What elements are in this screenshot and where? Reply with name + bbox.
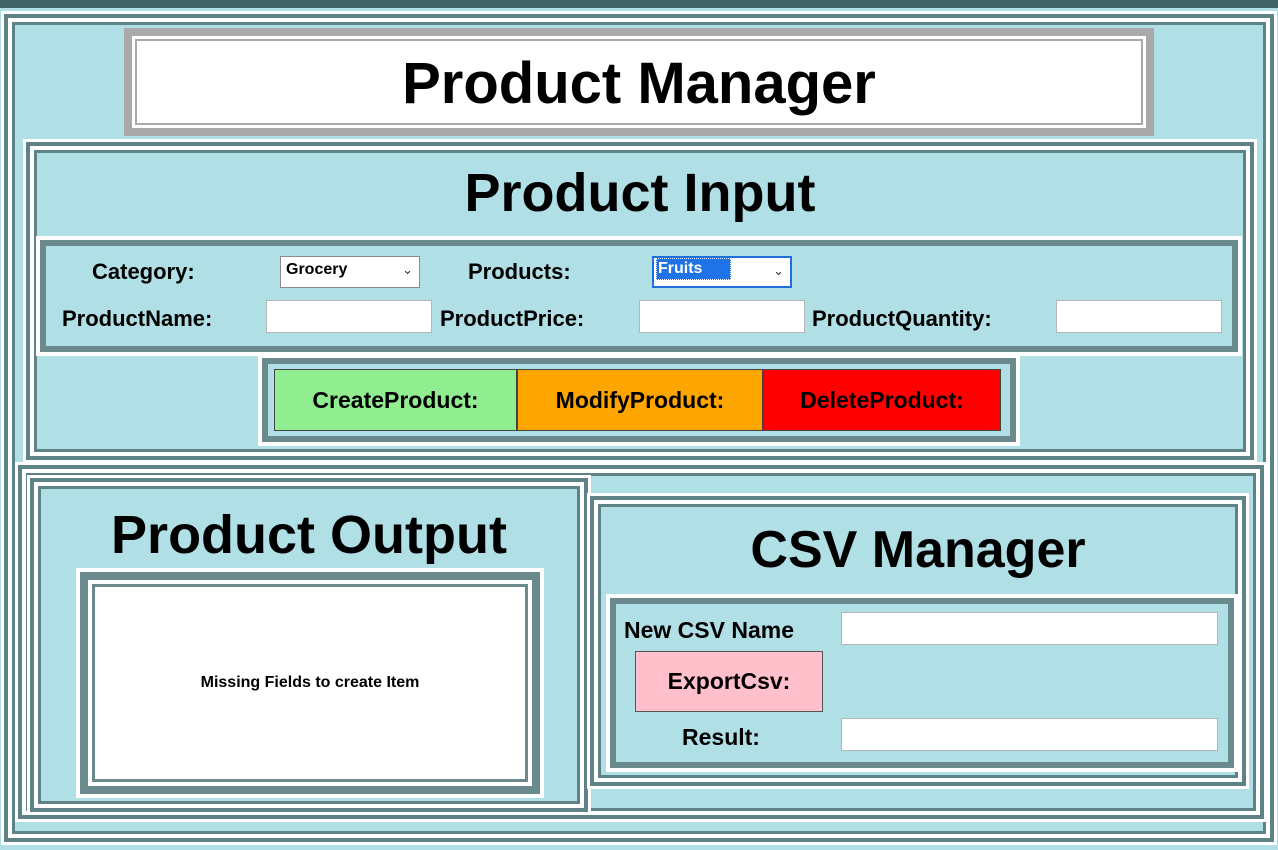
- category-select[interactable]: Grocery ⌄: [280, 256, 420, 288]
- lower-panel: [18, 465, 1264, 819]
- csv-name-field[interactable]: [841, 612, 1218, 645]
- category-label: Category:: [92, 259, 195, 284]
- main-frame: [4, 14, 1274, 842]
- result-label: Result:: [682, 724, 760, 750]
- csv-manager-panel: [590, 496, 1246, 786]
- csv-fields-panel: [610, 598, 1234, 768]
- create-product-button[interactable]: CreateProduct:: [274, 369, 517, 431]
- page-title: Product Manager: [402, 51, 876, 116]
- product-quantity-field[interactable]: [1056, 300, 1222, 333]
- products-select[interactable]: Fruits ⌄: [652, 256, 792, 288]
- category-select-value: Grocery: [286, 261, 348, 278]
- product-fields-panel: [40, 240, 1238, 352]
- chevron-down-icon: ⌄: [773, 263, 784, 278]
- action-buttons-panel: [262, 358, 1016, 442]
- product-quantity-label: ProductQuantity:: [812, 306, 992, 331]
- csv-manager-title: CSV Manager: [750, 521, 1086, 579]
- csv-name-label: New CSV Name: [624, 617, 795, 643]
- product-output-panel: [30, 478, 588, 812]
- products-select-value: Fruits: [656, 258, 732, 280]
- product-output-box: [80, 572, 540, 794]
- products-label: Products:: [468, 259, 571, 284]
- product-price-label: ProductPrice:: [440, 306, 585, 331]
- product-output-title: Product Output: [111, 505, 507, 565]
- modify-product-button[interactable]: ModifyProduct:: [517, 369, 763, 431]
- title-banner: [124, 28, 1154, 136]
- product-name-field[interactable]: [266, 300, 432, 333]
- delete-product-button[interactable]: DeleteProduct:: [763, 369, 1001, 431]
- window-top-bar: [0, 0, 1278, 8]
- output-message: Missing Fields to create Item: [200, 674, 420, 691]
- product-name-label: ProductName:: [62, 306, 213, 331]
- product-input-title: Product Input: [464, 163, 816, 223]
- product-price-field[interactable]: [639, 300, 805, 333]
- result-field[interactable]: [841, 718, 1218, 751]
- export-csv-button[interactable]: ExportCsv:: [635, 651, 823, 712]
- product-input-panel: [26, 142, 1254, 460]
- chevron-down-icon: ⌄: [402, 262, 413, 277]
